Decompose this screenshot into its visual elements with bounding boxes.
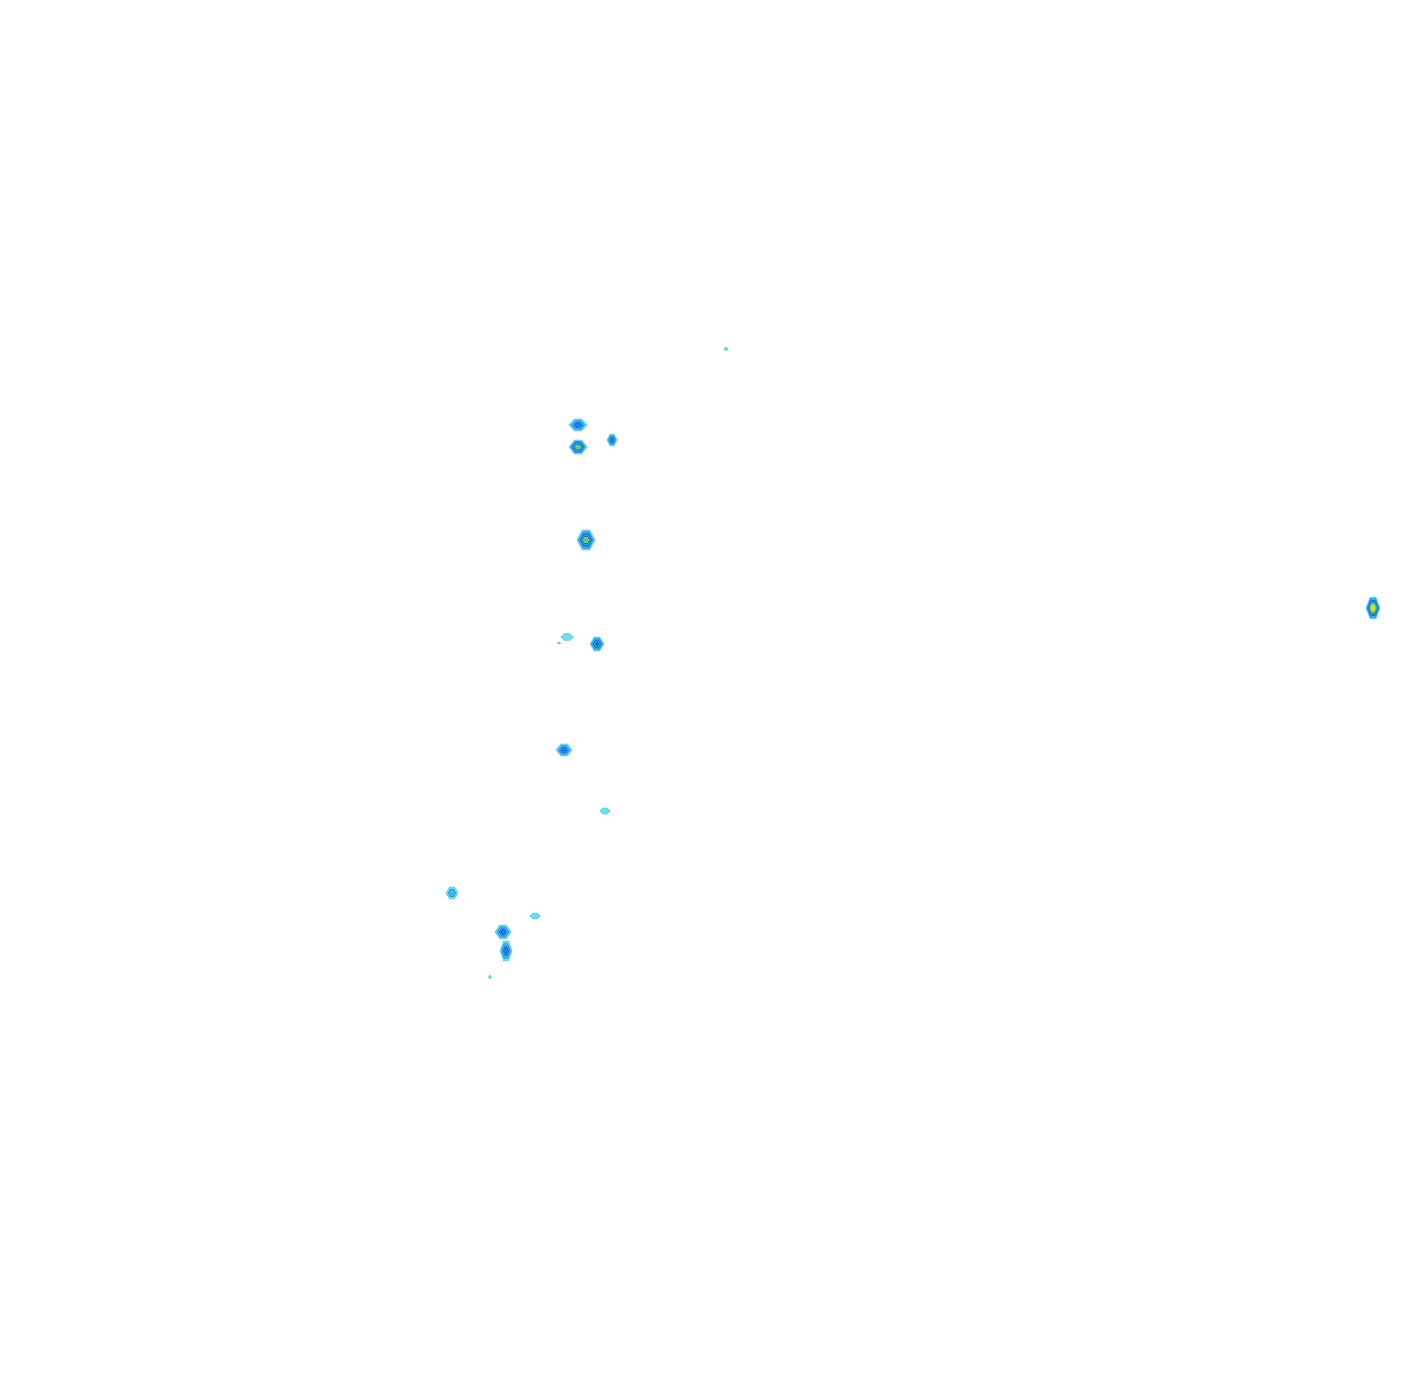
contour-spot	[494, 924, 512, 940]
contour-spot	[499, 940, 513, 962]
contour-level	[575, 444, 581, 450]
contour-level	[503, 946, 509, 956]
contour-level	[1370, 605, 1376, 611]
contour-level	[447, 889, 457, 897]
contour-level	[529, 912, 541, 920]
contour-level	[609, 437, 615, 443]
contour-spot	[723, 347, 729, 351]
contour-level	[560, 633, 574, 641]
contour-level	[723, 347, 729, 351]
contour-features	[445, 347, 1381, 979]
contour-level	[599, 807, 611, 815]
contour-spot	[488, 975, 492, 979]
contour-spot	[599, 807, 611, 815]
contour-spot	[589, 636, 605, 652]
contour-level	[560, 747, 568, 753]
contour-spot	[555, 743, 573, 757]
contour-spot	[606, 433, 618, 447]
contour-level	[499, 928, 507, 936]
contour-spot	[560, 633, 574, 641]
contour-level	[557, 641, 561, 645]
contour-spot	[1365, 596, 1381, 620]
contour-spot	[529, 912, 541, 920]
contour-spot	[557, 641, 561, 645]
contour-spot	[568, 439, 588, 455]
contour-spot	[568, 418, 588, 432]
contour-level	[583, 536, 589, 544]
contour-spot	[445, 886, 459, 900]
contour-level	[488, 975, 492, 979]
contour-level	[573, 422, 583, 428]
contour-spot	[576, 529, 596, 551]
contour-level	[594, 641, 600, 647]
